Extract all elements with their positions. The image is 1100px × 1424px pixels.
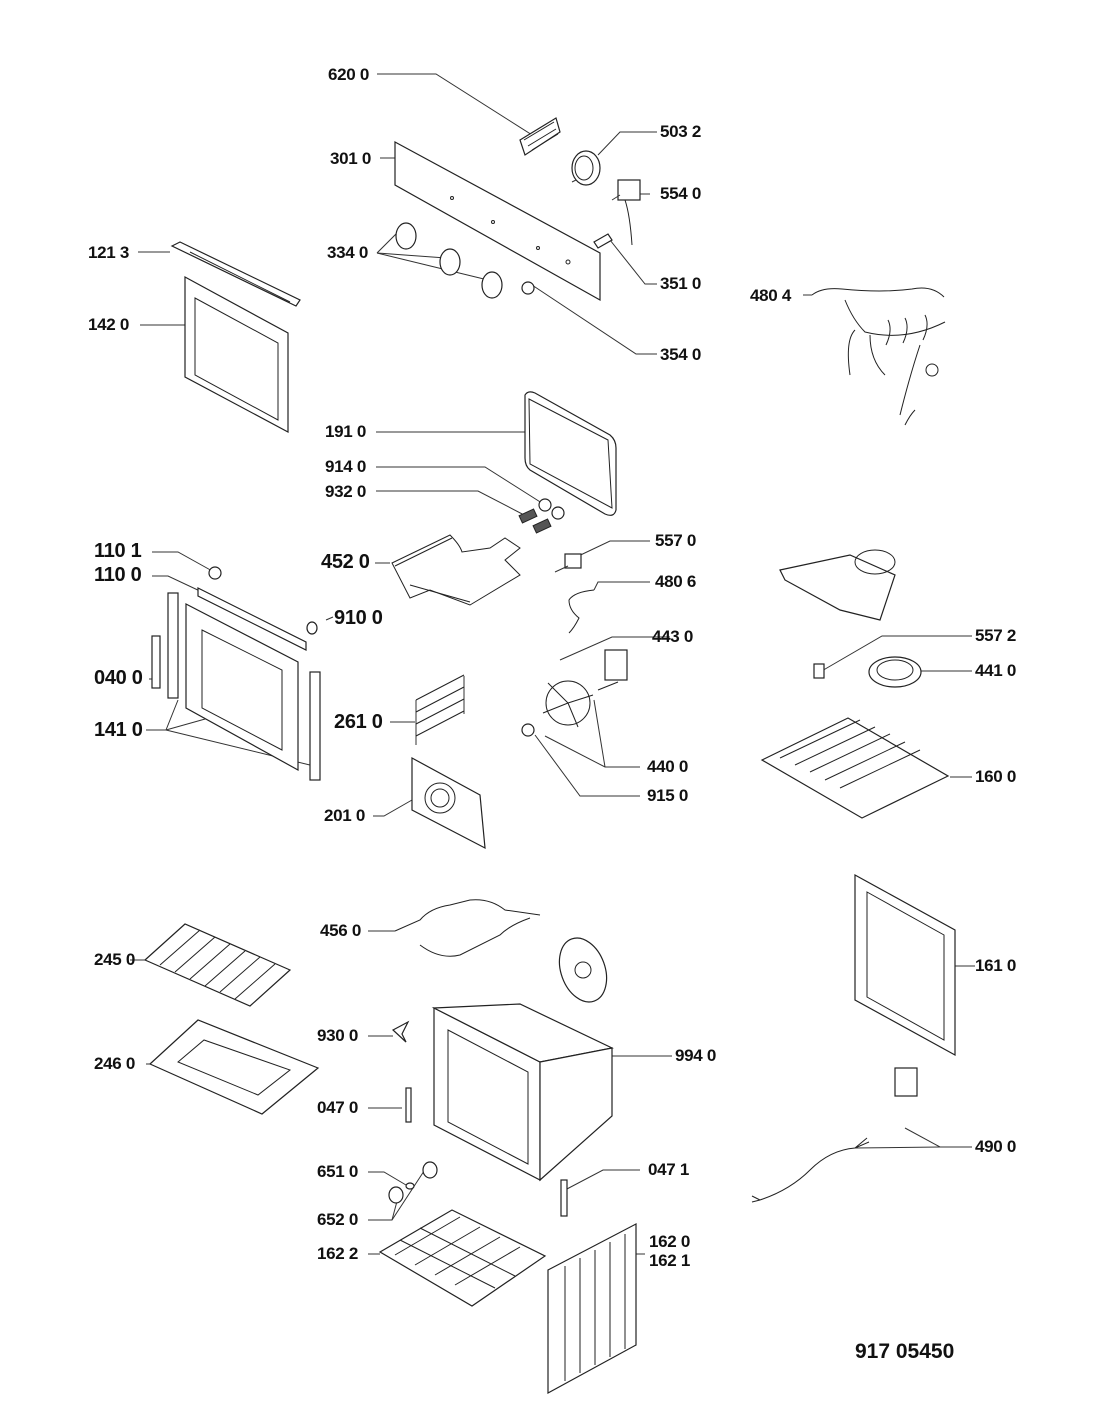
part-914-nuts (538, 498, 565, 520)
part-456-circular-element (394, 899, 541, 957)
label-047-0: 047 0 (317, 1098, 359, 1117)
label-354-0: 354 0 (660, 345, 702, 364)
label-245-0: 245 0 (94, 950, 136, 969)
label-261-0: 261 0 (334, 711, 383, 733)
part-443-fan-motor (597, 649, 628, 691)
part-245-wire-shelf (143, 923, 292, 1007)
part-652-lamp-cover (388, 1161, 438, 1204)
part-fan-plate (558, 937, 608, 1003)
label-994-0: 994 0 (675, 1046, 717, 1065)
label-191-0: 191 0 (325, 422, 367, 441)
label-652-0: 652 0 (317, 1210, 359, 1229)
part-441-cooling-fan (868, 656, 922, 688)
part-040-hinge (151, 635, 161, 689)
part-554-thermostat (611, 179, 641, 246)
part-047-0-hinge-receiver (405, 1087, 412, 1123)
document-number: 917 05450 (855, 1340, 955, 1363)
part-480-6-wire-link (568, 589, 595, 634)
label-441-0: 441 0 (975, 661, 1017, 680)
label-160-0: 160 0 (975, 767, 1017, 786)
part-201-fan-cover (411, 756, 486, 850)
part-301-control-panel (394, 140, 601, 302)
label-142-0: 142 0 (88, 315, 130, 334)
part-557-2-cutout (813, 663, 825, 679)
label-141-0: 141 0 (94, 719, 143, 741)
label-047-1: 047 1 (648, 1160, 690, 1179)
label-557-2: 557 2 (975, 626, 1017, 645)
part-160-top-cover (760, 717, 950, 819)
part-503-timer (571, 150, 601, 186)
leader-lines (130, 73, 975, 1255)
label-910-0: 910 0 (334, 607, 383, 629)
label-246-0: 246 0 (94, 1054, 136, 1073)
label-554-0: 554 0 (660, 184, 702, 203)
label-301-0: 301 0 (330, 149, 372, 168)
part-452-top-element (391, 534, 521, 606)
label-651-0: 651 0 (317, 1162, 359, 1181)
part-910-screw (306, 621, 318, 635)
label-930-0: 930 0 (317, 1026, 359, 1045)
label-121-3: 121 3 (88, 243, 130, 262)
label-162-0: 162 0 (649, 1232, 691, 1251)
part-930-clip (391, 1020, 410, 1043)
part-141-inner-door (167, 592, 321, 781)
label-915-0: 915 0 (647, 786, 689, 805)
part-110-0-door-profile (197, 587, 307, 651)
part-121-door-trim (170, 241, 301, 307)
part-142-outer-glass (184, 275, 289, 434)
label-351-0: 351 0 (660, 274, 702, 293)
part-047-1-hinge-receiver (560, 1179, 568, 1217)
part-994-oven-cavity (431, 1003, 614, 1182)
label-490-0: 490 0 (975, 1137, 1017, 1156)
label-440-0: 440 0 (647, 757, 689, 776)
part-557-cutout (554, 553, 582, 573)
label-480-6: 480 6 (655, 572, 697, 591)
label-557-0: 557 0 (655, 531, 697, 550)
label-503-2: 503 2 (660, 122, 702, 141)
label-201-0: 201 0 (324, 806, 366, 825)
part-440-fan-blade (542, 680, 594, 728)
label-110-0: 110 0 (94, 564, 142, 586)
label-110-1: 110 1 (94, 540, 142, 562)
label-452-0: 452 0 (321, 551, 370, 573)
part-110-1-bumper (208, 566, 222, 580)
label-162-2: 162 2 (317, 1244, 359, 1263)
part-480-4-wiring-harness (811, 287, 946, 426)
part-261-side-rack (415, 674, 465, 745)
part-191-door-gasket (524, 391, 617, 516)
label-334-0: 334 0 (327, 243, 369, 262)
part-246-drip-tray (148, 1019, 320, 1115)
part-161-back-panel (854, 873, 956, 1057)
label-932-0: 932 0 (325, 482, 367, 501)
part-354-small-knob (521, 281, 535, 295)
part-351-lamp (593, 233, 613, 249)
part-490-mains-cable (751, 1067, 918, 1203)
label-480-4: 480 4 (750, 286, 792, 305)
part-915-fan-nut (521, 723, 535, 737)
part-651-lamp-bulb (405, 1182, 415, 1190)
part-932-springs (518, 508, 552, 534)
label-456-0: 456 0 (320, 921, 362, 940)
part-top-duct (779, 549, 896, 621)
label-914-0: 914 0 (325, 457, 367, 476)
label-161-0: 161 0 (975, 956, 1017, 975)
label-620-0: 620 0 (328, 65, 370, 84)
part-334-knobs (395, 222, 503, 299)
label-162-1: 162 1 (649, 1251, 691, 1270)
part-162-2-bottom-panel (378, 1209, 547, 1307)
label-443-0: 443 0 (652, 627, 694, 646)
label-040-0: 040 0 (94, 667, 143, 689)
part-620-selector-switch (519, 117, 561, 156)
part-162-side-panel (547, 1223, 637, 1395)
